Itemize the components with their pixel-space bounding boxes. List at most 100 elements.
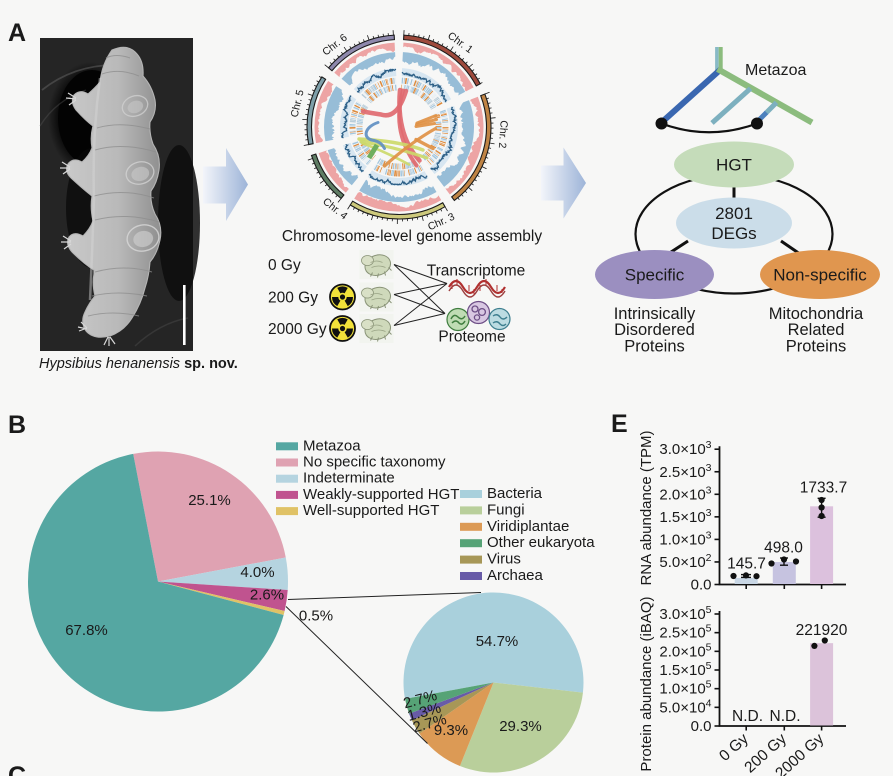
tardigrade-body-part-part [94, 215, 160, 223]
chromosome-tick [468, 187, 473, 191]
heatmap-cell [355, 103, 361, 107]
bar-value-label: 145.7 [727, 556, 766, 573]
tardigrade-body-part-part [105, 55, 131, 59]
track-pink-histogram [445, 96, 484, 195]
chromosome-tick [426, 214, 428, 218]
chromosome-tick [483, 161, 487, 164]
y-axis-label: RNA abundance (TPM) [638, 430, 655, 585]
y-tick-label: 2.0×105 [659, 641, 711, 660]
heatmap-cell [429, 91, 435, 97]
heatmap-cell [396, 170, 398, 177]
heatmap-cell [369, 95, 375, 101]
heatmap-cell [433, 137, 440, 140]
pie-slice [133, 451, 286, 582]
heatmap-cell [389, 162, 392, 169]
heatmap-cell [373, 164, 377, 170]
y-tick-label-part: 3 [706, 529, 712, 541]
data-point [821, 637, 828, 644]
heatmap-cell [367, 87, 373, 94]
y-tick-label: 2.5×105 [659, 623, 711, 642]
y-tick-label-part: 5 [706, 660, 712, 672]
chromosome-tick [461, 194, 464, 197]
proteome-icon-part [446, 307, 470, 332]
note-line: Disordered [614, 321, 695, 339]
chromosome-tick [324, 184, 328, 187]
chromosome-label: Chr. 2 [496, 120, 510, 149]
heatmap-cell [434, 132, 442, 135]
heatmap-cell [356, 124, 363, 126]
note-line: Intrinsically [614, 305, 696, 323]
heatmap-cell [355, 102, 362, 106]
chromosome-tick [423, 35, 425, 39]
heatmap-cell [350, 116, 357, 119]
tardigrade-cartoon-part [370, 260, 386, 268]
y-tick-label-part: 5 [706, 623, 712, 635]
heatmap-cell [432, 140, 439, 145]
legend-label: Weakly-supported HGT [303, 486, 459, 503]
dose-label: 0 Gy [268, 257, 301, 274]
circos-link [415, 118, 438, 126]
heatmap-cell [441, 136, 448, 139]
phylo-tree [655, 47, 814, 134]
specific-label: Specific [625, 266, 685, 285]
heatmap-cell [376, 158, 382, 165]
proteome-icon-part [477, 307, 487, 317]
y-tick-label-part: 5.0×10 [659, 699, 705, 716]
sem-caption-part: Hypsibius henanensis [39, 356, 180, 372]
heatmap-cell [403, 163, 406, 170]
heatmap-cell [423, 95, 428, 100]
circos-link-green [366, 143, 380, 160]
heatmap-cell [435, 124, 442, 126]
tardigrade-body-part [87, 55, 160, 317]
heatmap-cell [373, 92, 378, 99]
heatmap-cell [362, 92, 368, 98]
data-point [792, 558, 800, 565]
dose-label: 2000 Gy [268, 321, 327, 338]
heatmap-cell [384, 86, 388, 93]
heatmap-cell [421, 93, 427, 100]
omics-connector-lines-part [393, 283, 448, 295]
chromosome-band [306, 76, 327, 146]
heatmap-cell [440, 113, 447, 117]
legend-swatch [460, 555, 482, 564]
y-tick-label: 1.0×105 [659, 679, 711, 698]
chromosome-tick [454, 51, 457, 54]
tardigrade-cartoon-part [370, 267, 392, 278]
data-point [730, 572, 737, 580]
heatmap-cell [366, 98, 372, 104]
heatmap-cell [349, 120, 356, 123]
hgt-source-pie: 54.7%29.3%9.3%2.7%1.3%2.7% [401, 592, 584, 773]
pie-percentage-label: 25.1% [188, 492, 231, 509]
heatmap-cell [356, 122, 363, 125]
heatmap-cell [441, 115, 448, 118]
tardigrade-cartoon-part [361, 287, 374, 299]
tardigrade-cartoon [359, 282, 394, 312]
y-tick-label-part: 5 [706, 641, 712, 653]
heatmap-cell [383, 79, 387, 86]
chromosome-band [310, 153, 345, 200]
heatmap-cell [425, 151, 431, 156]
y-tick-label-part: 1.0×10 [659, 531, 705, 548]
tardigrade-claws [60, 92, 116, 346]
chromosome-tick [358, 41, 361, 44]
track-line [401, 71, 448, 103]
heatmap-cell [411, 79, 416, 86]
legend-label: Metazoa [303, 437, 361, 454]
heatmap-cell [427, 100, 433, 105]
heatmap-cell [391, 84, 394, 92]
tardigrade-body [60, 46, 162, 346]
tardigrade-body-part [88, 77, 102, 301]
circos-link [359, 139, 429, 160]
metazoa-label: Metazoa [745, 62, 806, 79]
heatmap-cell [403, 170, 406, 177]
pie-slice [158, 557, 288, 591]
heatmap-cell [441, 116, 448, 119]
heatmap-cell [410, 86, 414, 93]
hgt-deg-diagram-part [780, 239, 801, 256]
chromosome-tick [471, 69, 475, 72]
tardigrade-cartoon [359, 314, 394, 343]
degs-label-1: 2801 [715, 204, 753, 223]
heatmap-cell [349, 122, 356, 124]
track-pink-histogram [318, 150, 349, 193]
